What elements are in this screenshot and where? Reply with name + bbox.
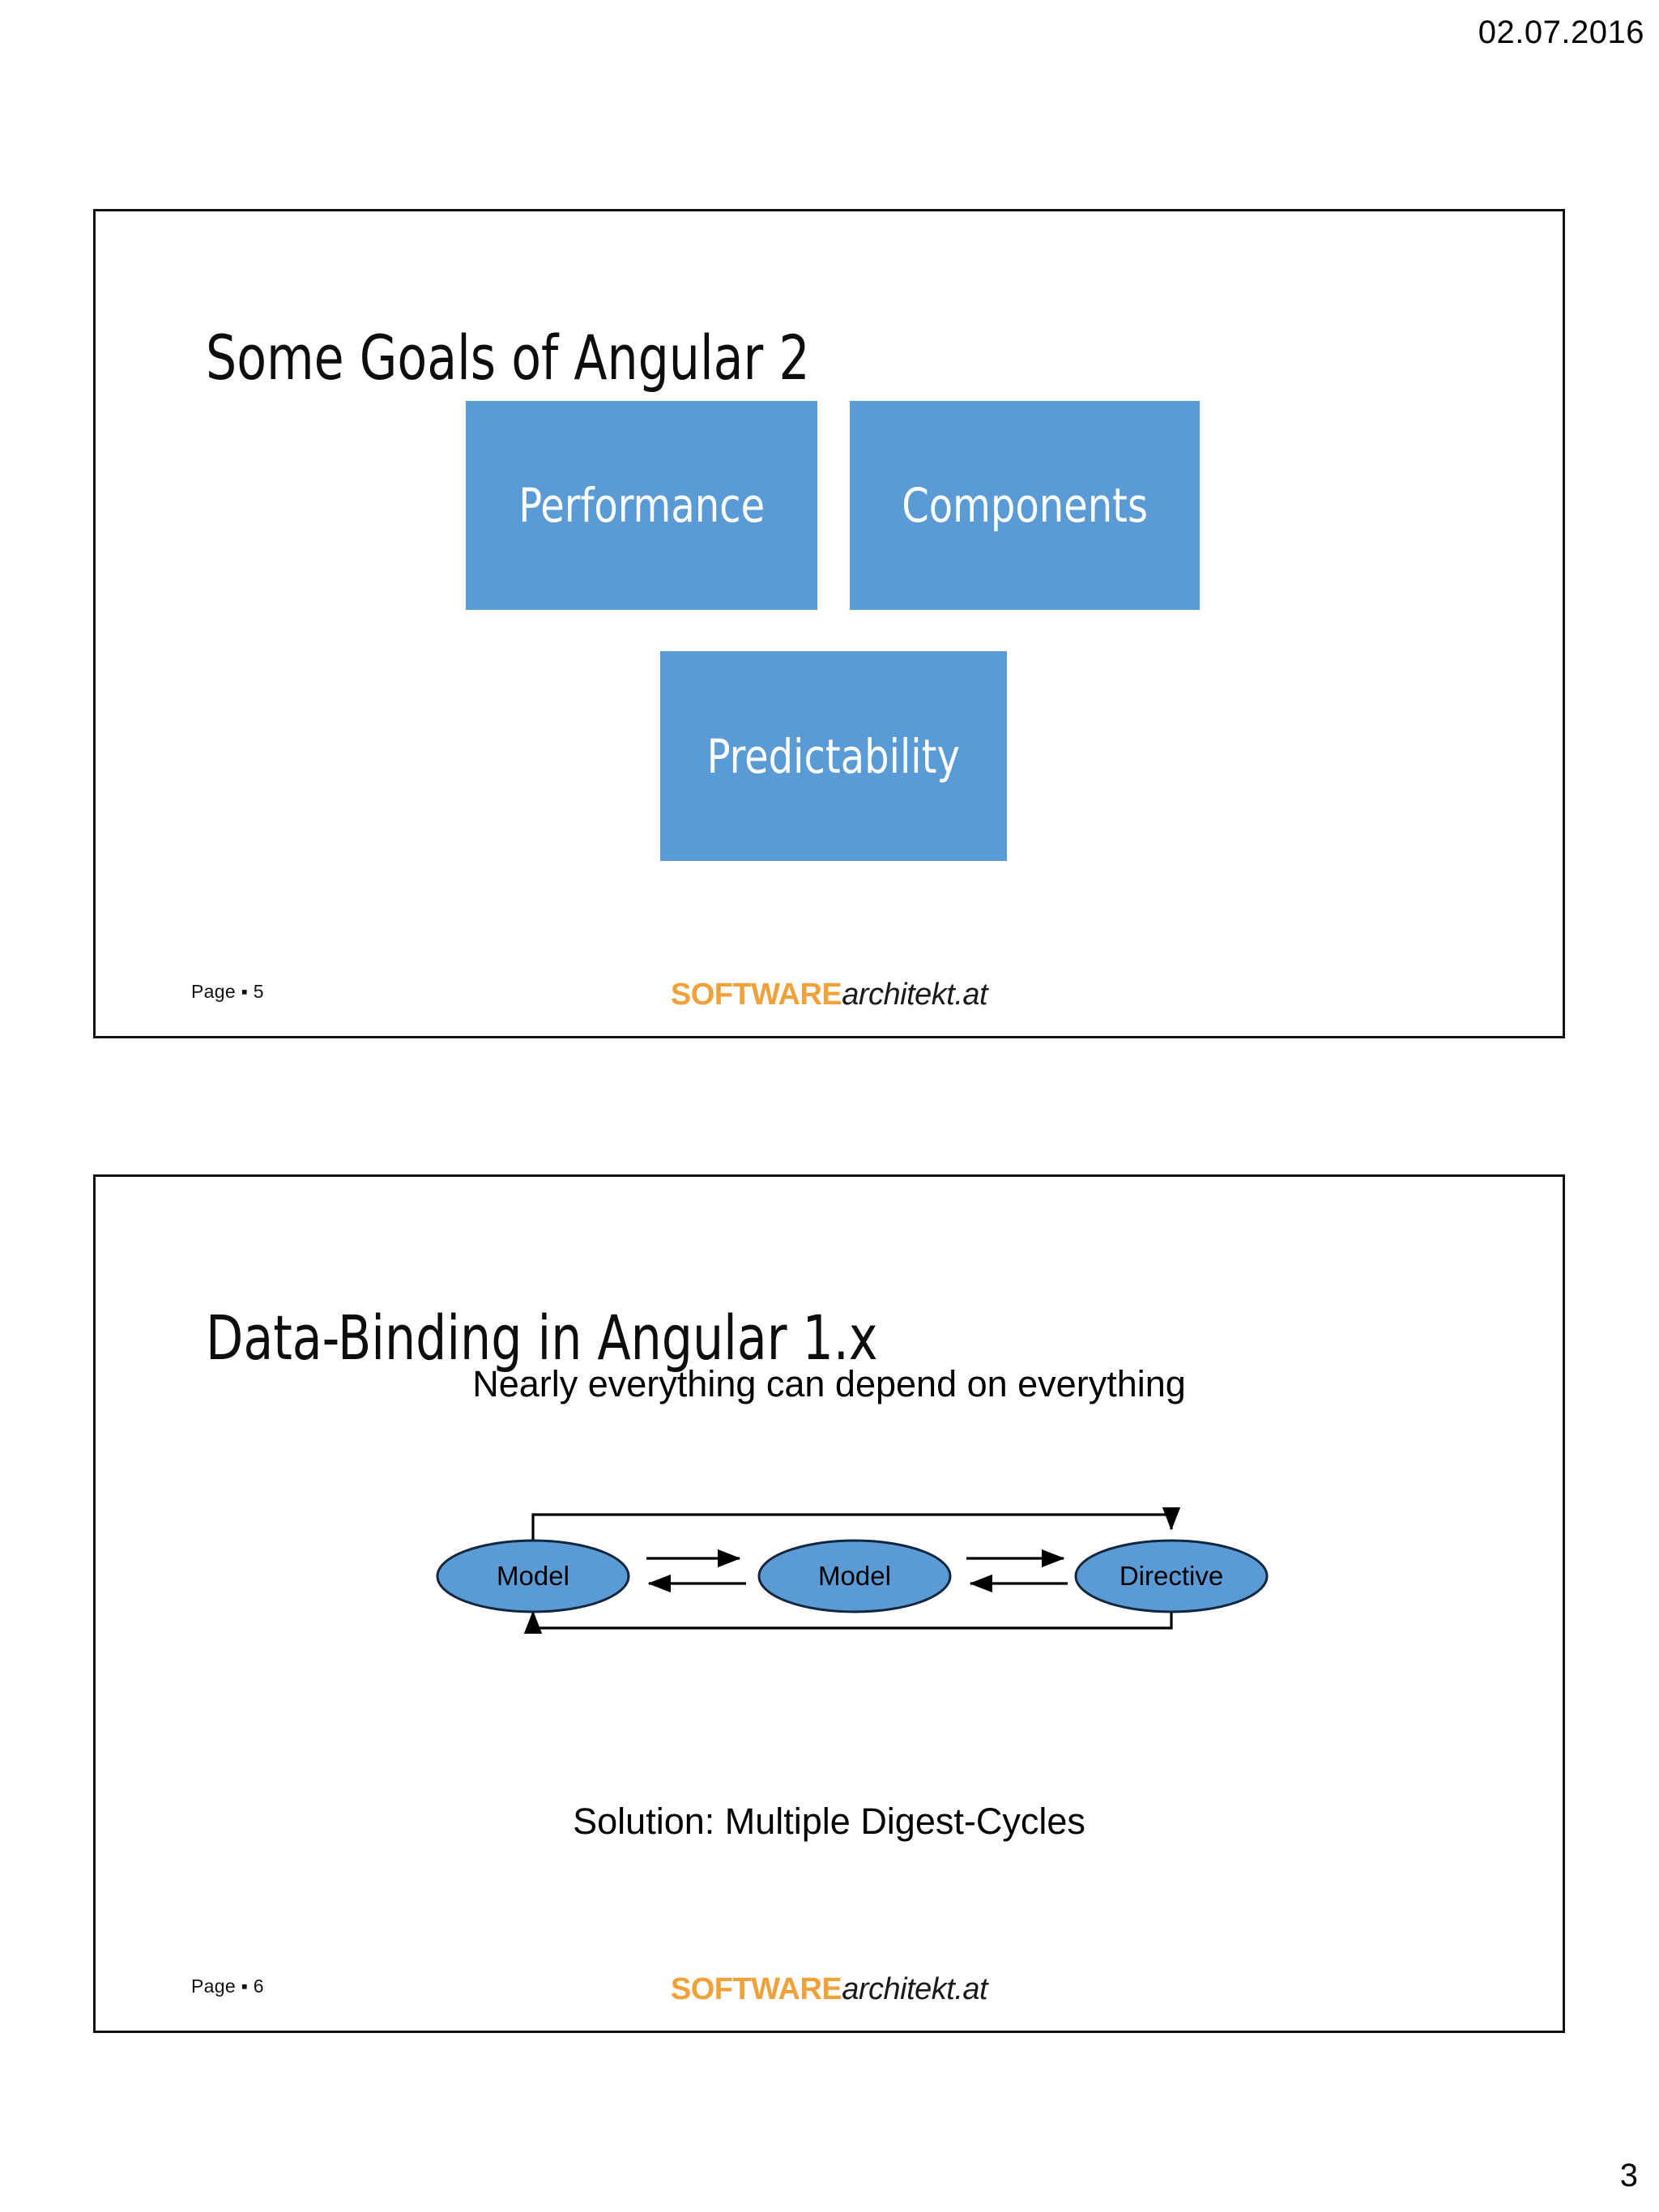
diagram-node-model-center-label: Model <box>818 1561 891 1591</box>
diagram-node-directive-label: Directive <box>1120 1561 1223 1591</box>
data-binding-diagram: Model Model Directive <box>424 1489 1282 1651</box>
slide-2-solution-caption: Solution: Multiple Digest-Cycles <box>573 1801 1085 1842</box>
brand-logo-software: SOFTWARE <box>670 978 842 1012</box>
concept-box-predictability[interactable]: Predictability <box>660 651 1007 861</box>
concept-box-performance-label: Performance <box>518 478 765 533</box>
slide-1-footer: Page ▪ 5 SOFTWAREarchitekt.at <box>96 976 1563 1013</box>
concept-box-components[interactable]: Components <box>850 401 1200 610</box>
slide-1-page-label: Page ▪ 5 <box>191 981 264 1002</box>
brand-logo-architekt: architekt.at <box>842 1972 988 2006</box>
slide-2-footer: Page ▪ 6 SOFTWAREarchitekt.at <box>96 1971 1563 2008</box>
diagram-node-model-center[interactable]: Model <box>757 1539 952 1613</box>
slide-data-binding-in-angular-1x: Data-Binding in Angular 1.x Nearly every… <box>93 1174 1565 2033</box>
diagram-node-model-left[interactable]: Model <box>436 1539 630 1613</box>
concept-box-components-label: Components <box>902 478 1148 533</box>
concept-box-performance[interactable]: Performance <box>466 401 817 610</box>
slide-2-title: Data-Binding in Angular 1.x <box>206 1301 878 1374</box>
handout-page-number: 3 <box>1619 2158 1638 2193</box>
slide-2-page-label: Page ▪ 6 <box>191 1975 264 1997</box>
diagram-node-directive[interactable]: Directive <box>1074 1539 1269 1613</box>
slide-some-goals-of-angular-2: Some Goals of Angular 2 Performance Comp… <box>93 209 1565 1038</box>
handout-date: 02.07.2016 <box>1478 15 1644 50</box>
edge-model-left-to-directive-routed-top <box>531 1507 1181 1541</box>
slide-1-brand-logo: SOFTWAREarchitekt.at <box>670 976 988 1013</box>
diagram-node-model-left-label: Model <box>497 1561 569 1591</box>
concept-box-predictability-label: Predictability <box>706 728 961 784</box>
slide-2-subtitle: Nearly everything can depend on everythi… <box>472 1363 1186 1404</box>
brand-logo-architekt: architekt.at <box>842 978 988 1012</box>
brand-logo-software: SOFTWARE <box>670 1972 842 2006</box>
slide-1-title: Some Goals of Angular 2 <box>206 321 810 394</box>
slide-2-brand-logo: SOFTWAREarchitekt.at <box>670 1971 988 2008</box>
